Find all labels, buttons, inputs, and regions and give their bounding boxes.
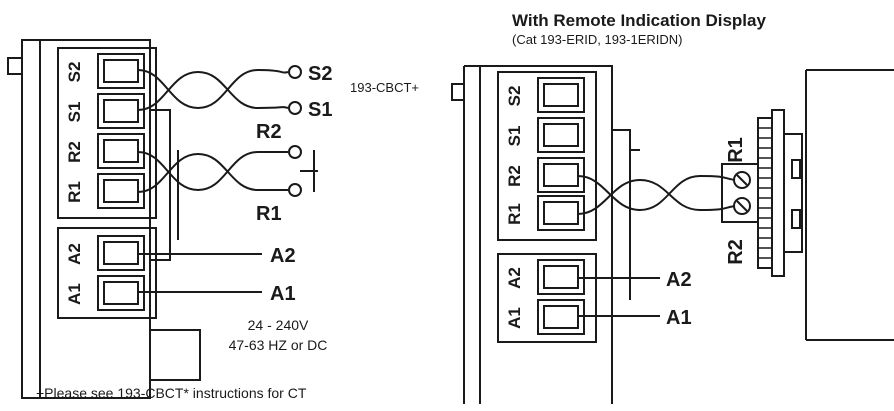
- callout-s2: S2: [308, 63, 332, 85]
- callout-a2: A2: [270, 245, 296, 267]
- left-label-a2: A2: [65, 243, 84, 265]
- left-label-r1: R1: [65, 181, 84, 203]
- callout-s1: S1: [308, 99, 332, 121]
- terminal-point-s1: [288, 101, 302, 115]
- footnote: +Please see 193-CBCT* instructions for C…: [36, 385, 307, 401]
- right-supply-lines: [578, 277, 660, 317]
- callout-r1: R1: [256, 203, 282, 225]
- callout-r2: R2: [256, 121, 282, 143]
- left-upper-terminal-strip: [57, 47, 157, 219]
- left-supply-lines: [138, 253, 262, 293]
- right-subtitle: (Cat 193-ERID, 193-1ERIDN): [512, 32, 683, 47]
- display-thread: [757, 117, 773, 269]
- left-housing: [21, 39, 151, 399]
- left-twisted-pair-r: [137, 145, 318, 197]
- left-twisted-pair-s: [137, 65, 302, 115]
- right-lower-terminal-strip: [497, 253, 597, 343]
- remote-display: [721, 69, 894, 341]
- supply-frequency: 47-63 HZ or DC: [229, 337, 328, 353]
- left-module: [7, 39, 201, 399]
- cbct-label: 193-CBCT+: [350, 80, 419, 95]
- right-upper-terminal-strip: [497, 71, 597, 241]
- right-label-s1: S1: [505, 126, 524, 147]
- left-bottom-latch: [150, 329, 201, 381]
- right-label-s2: S2: [505, 86, 524, 107]
- left-label-a1: A1: [65, 283, 84, 305]
- right-callout-a2: A2: [666, 269, 692, 291]
- terminal-point-r1: [288, 183, 302, 197]
- display-nut: [771, 109, 785, 277]
- display-screw-r1: [733, 171, 751, 189]
- right-label-r2: R2: [505, 165, 524, 187]
- left-terminal-labels: S2 S1 R2 R1 A2 A1: [65, 62, 84, 305]
- display-body: [805, 69, 894, 341]
- display-label-r1: R1: [725, 137, 747, 163]
- right-terminal-screw-r2: [537, 157, 585, 193]
- right-title: With Remote Indication Display: [512, 11, 766, 30]
- left-label-s1: S1: [65, 102, 84, 123]
- terminal-point-r2: [288, 145, 302, 159]
- left-mount-tab: [7, 57, 23, 75]
- display-screw-r2: [733, 197, 751, 215]
- right-terminal-labels: S2 S1 R2 R1 A2 A1: [505, 86, 524, 329]
- display-label-r2: R2: [725, 239, 747, 265]
- display-flange: [783, 133, 803, 253]
- right-module: [451, 65, 640, 404]
- right-housing: [464, 65, 613, 404]
- terminal-screw-s1: [97, 93, 145, 129]
- callout-a1: A1: [270, 283, 296, 305]
- terminal-point-s2: [288, 65, 302, 79]
- left-label-r2: R2: [65, 141, 84, 163]
- left-label-s2: S2: [65, 62, 84, 83]
- right-callout-a1: A1: [666, 307, 692, 329]
- right-label-r1: R1: [505, 203, 524, 225]
- supply-voltage: 24 - 240V: [248, 317, 309, 333]
- right-mount-tab: [451, 83, 465, 101]
- terminal-screw-r2: [97, 133, 145, 169]
- right-twisted-pair: [577, 174, 736, 215]
- right-label-a1: A1: [505, 307, 524, 329]
- left-side-clip: [150, 109, 171, 261]
- left-lower-terminal-strip: [57, 227, 157, 319]
- right-label-a2: A2: [505, 267, 524, 289]
